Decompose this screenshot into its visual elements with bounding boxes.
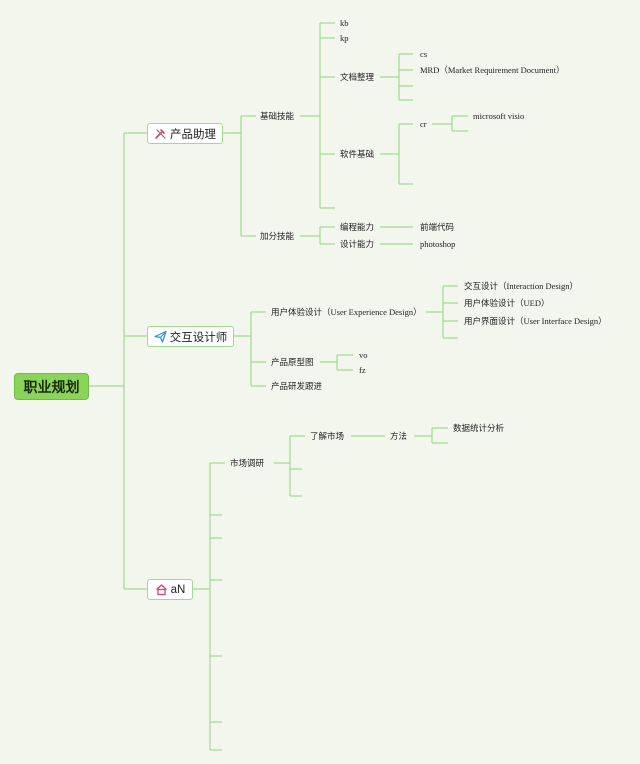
root-node[interactable]: 职业规划 [14,373,89,400]
node-ued[interactable]: 用户体验设计（UED） [464,298,550,308]
node-bonus-skills[interactable]: 加分技能 [260,231,295,241]
node-mrd[interactable]: MRD（Market Requirement Document） [420,65,565,75]
node-method[interactable]: 方法 [390,431,408,441]
node-statistics[interactable]: 数据统计分析 [453,423,505,433]
node-doc-organization[interactable]: 文档整理 [340,72,375,82]
node-cr[interactable]: cr [420,119,427,129]
branch-interaction-designer[interactable]: 交互设计师 [147,326,234,347]
branch-product-assistant[interactable]: 产品助理 [147,123,223,144]
node-coding[interactable]: 编程能力 [340,222,375,232]
node-photoshop[interactable]: photoshop [420,239,456,249]
node-market-research[interactable]: 市场调研 [230,458,265,468]
node-rd-followup[interactable]: 产品研发跟进 [271,381,323,391]
node-ux-design[interactable]: 用户体验设计（User Experience Design） [271,307,422,317]
branch-label: 产品助理 [170,128,216,141]
node-kb[interactable]: kb [340,18,349,28]
node-ui-design[interactable]: 用户界面设计（User Interface Design） [464,316,607,326]
node-frontend-code[interactable]: 前端代码 [420,222,455,232]
node-design-ability[interactable]: 设计能力 [340,239,375,249]
branch-label: 交互设计师 [169,331,228,344]
node-vo[interactable]: vo [359,350,368,360]
node-interaction-design[interactable]: 交互设计（Interaction Design） [464,281,579,291]
branch-label: aN [170,583,186,596]
paper-plane-icon [154,330,167,343]
node-microsoft-visio[interactable]: microsoft visio [473,111,525,121]
node-basic-skills[interactable]: 基础技能 [260,111,295,121]
node-fz[interactable]: fz [359,365,366,375]
node-prototype[interactable]: 产品原型图 [271,357,314,367]
node-kp[interactable]: kp [340,33,349,43]
node-software-basics[interactable]: 软件基础 [340,149,375,159]
node-cs[interactable]: cs [420,49,428,59]
node-understand-market[interactable]: 了解市场 [310,431,345,441]
tools-icon [154,127,167,140]
house-icon [155,583,168,596]
branch-an[interactable]: aN [147,579,193,600]
